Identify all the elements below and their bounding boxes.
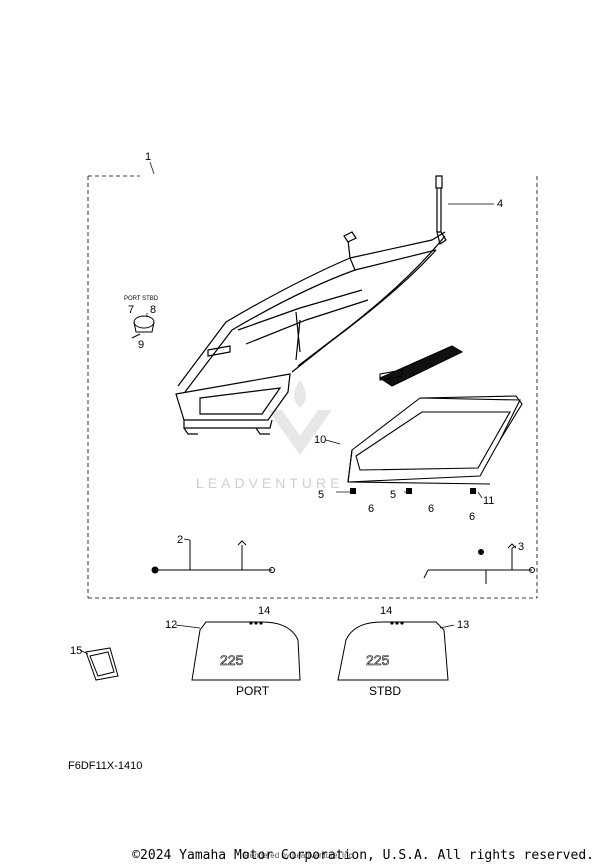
cup-holder-fitting: [131, 315, 155, 339]
storage-box: [347, 345, 523, 485]
callout-13: 13: [457, 619, 469, 631]
decal-stbd: [337, 621, 449, 681]
callout-5b: 5: [390, 489, 396, 501]
callout-12: 12: [165, 619, 177, 631]
callout-2: 2: [177, 534, 183, 546]
callout-4: 4: [497, 198, 503, 210]
decal-port: [191, 621, 301, 681]
fasteners: [350, 488, 476, 494]
rendered-by-text: Rendered by LeadVenture, Inc.: [244, 851, 355, 860]
port-label: PORT: [236, 684, 270, 698]
copyright-text: ©2024 Yamaha Motor Corporation, U.S.A. A…: [132, 848, 594, 863]
assembly-boundary: [87, 175, 538, 599]
rivet-dots: [249, 621, 404, 625]
callout-10: 10: [314, 434, 326, 446]
port-stbd-small-label: PORT STBD: [124, 296, 159, 302]
light-post: [435, 175, 447, 245]
callout-7: 7: [128, 304, 134, 316]
figure-code: F6DF11X-1410: [68, 760, 143, 772]
tower-frame: [175, 231, 446, 435]
wire-harness-left: [151, 540, 275, 574]
callout-6c: 6: [469, 511, 475, 523]
callout-6b: 6: [428, 503, 434, 515]
callout-5a: 5: [318, 489, 324, 501]
leader-lines: [79, 161, 517, 655]
callout-14-port: 14: [258, 605, 270, 617]
watermark-logo: [268, 380, 332, 455]
callout-14-stbd: 14: [380, 605, 392, 617]
light-lens: [85, 647, 119, 681]
callout-15: 15: [70, 645, 82, 657]
wire-harness-right: [423, 543, 535, 584]
stbd-label: STBD: [369, 684, 401, 698]
callout-9: 9: [138, 339, 144, 351]
callout-1: 1: [145, 151, 151, 163]
decal-stbd-text: 225: [366, 652, 390, 668]
callout-6a: 6: [368, 503, 374, 515]
callout-11: 11: [483, 495, 494, 507]
decal-port-text: 225: [220, 652, 244, 668]
callout-3: 3: [518, 541, 524, 553]
callout-8: 8: [150, 304, 156, 316]
watermark-text: LEADVENTURE: [196, 475, 343, 491]
